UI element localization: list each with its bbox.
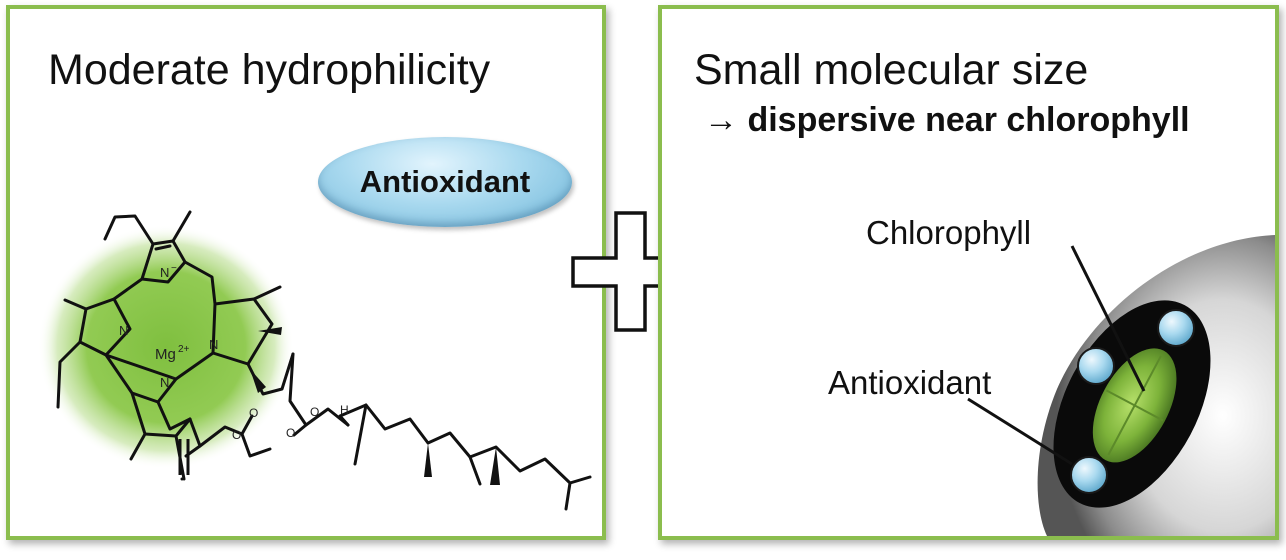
antioxidant-leader-line [967, 397, 1073, 466]
metal-label: Mg [155, 346, 176, 363]
right-panel-subtitle: → dispersive near chlorophyll [704, 101, 1190, 140]
chlorophyll-label: Chlorophyll [866, 214, 1032, 251]
atom-n-top: N [160, 265, 169, 280]
left-panel-title: Moderate hydrophilicity [48, 46, 491, 94]
atom-n-bottom: N [160, 375, 169, 390]
subtitle-text: dispersive near chlorophyll [747, 101, 1190, 139]
left-panel: Moderate hydrophilicity Antioxidant [6, 5, 606, 540]
pyrrole-top [140, 239, 187, 284]
right-panel-title: Small molecular size [694, 46, 1089, 94]
atom-o-1: O [249, 406, 258, 420]
antioxidant-ball-3 [1070, 456, 1108, 494]
atom-o-4: O [310, 405, 319, 419]
right-panel: Small molecular size → dispersive near c… [658, 5, 1279, 540]
pyrrole-right [211, 297, 274, 366]
minus-sign-top: − [171, 263, 177, 274]
pyrrole-left [78, 297, 132, 357]
chlorophyll-leader-line [1070, 245, 1146, 392]
antioxidant-label: Antioxidant [828, 364, 992, 401]
membrane-diagram [967, 235, 1275, 536]
atom-o-2: O [232, 428, 241, 442]
atom-n-left: N [119, 323, 128, 338]
antioxidant-ball-2 [1077, 347, 1115, 385]
atom-n-right: N [209, 337, 218, 352]
antioxidant-ball-1 [1157, 309, 1195, 347]
arrow-icon: → [704, 101, 738, 139]
antioxidant-badge: Antioxidant [318, 137, 572, 227]
minus-sign-bottom: − [171, 373, 177, 384]
atom-o-3: O [286, 426, 295, 440]
green-glow [38, 225, 294, 469]
atom-h: H [340, 403, 349, 417]
antioxidant-badge-label: Antioxidant [359, 164, 531, 199]
metal-charge: 2+ [178, 344, 190, 355]
chlorophyll-structure: Mg 2+ N − N N N − O O O O H [38, 210, 592, 511]
